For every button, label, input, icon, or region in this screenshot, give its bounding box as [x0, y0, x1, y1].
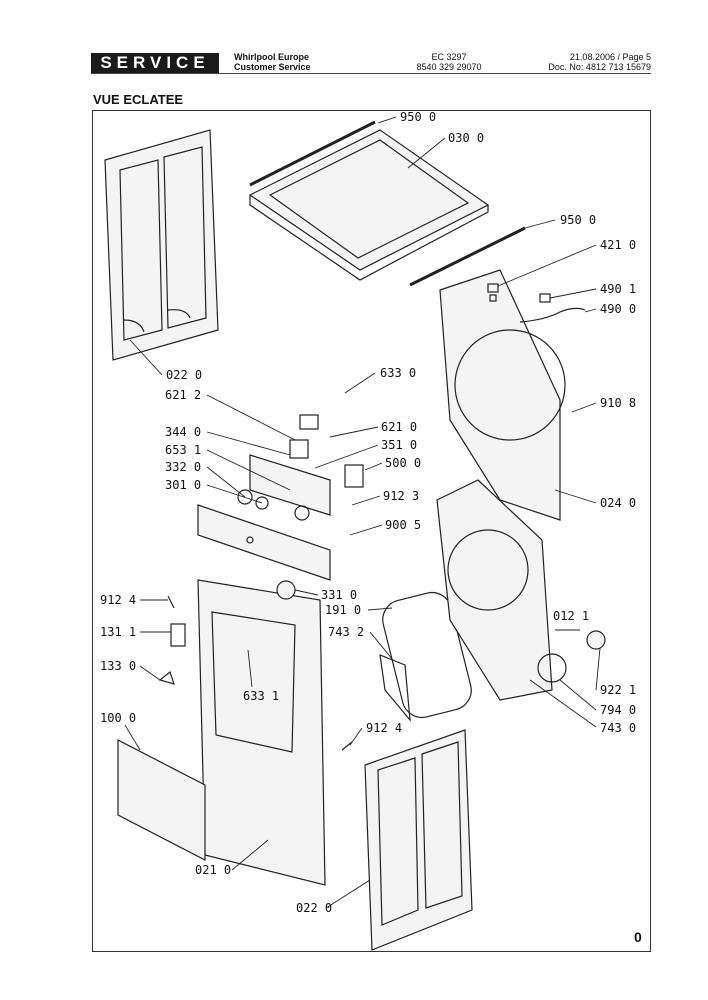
- pulley-922: [586, 630, 606, 650]
- part-code: 912 4: [100, 593, 136, 607]
- part-code: 100 0: [100, 711, 136, 725]
- door-seal: [382, 591, 472, 719]
- hinge-133: [158, 670, 175, 685]
- connector-490-1: [539, 293, 551, 303]
- part-labels: 950 0 030 0 950 0 421 0 490 1 490 0 022 …: [100, 110, 636, 915]
- part-code: 950 0: [560, 213, 596, 227]
- product-number: 8540 329 29070: [416, 62, 482, 72]
- part-code: 912 3: [383, 489, 419, 503]
- part-code: 021 0: [195, 863, 231, 877]
- company-name: Whirlpool Europe Customer Service: [234, 52, 311, 72]
- part-code: 910 8: [600, 396, 636, 410]
- leader-lines: [124, 116, 601, 909]
- part-code: 351 0: [381, 438, 417, 452]
- company-line-1: Whirlpool Europe: [234, 52, 309, 62]
- ec-reference: EC 3297 8540 329 29070: [404, 52, 494, 72]
- screw-912-4-b: [341, 741, 353, 751]
- part-code: 490 1: [600, 282, 636, 296]
- service-badge: SERVICE: [91, 53, 219, 73]
- screw-912-4: [167, 595, 175, 609]
- part-code: 794 0: [600, 703, 636, 717]
- part-code: 191 0: [325, 603, 361, 617]
- part-code: 900 5: [385, 518, 421, 532]
- seal-strip-rear: [409, 226, 526, 287]
- part-code: 022 0: [166, 368, 202, 382]
- ec-number: EC 3297: [431, 52, 467, 62]
- side-panel-left: [104, 129, 219, 361]
- rear-panel: [439, 269, 566, 521]
- side-panel-lower: [364, 729, 473, 951]
- part-code: 133 0: [100, 659, 136, 673]
- part-code: 332 0: [165, 460, 201, 474]
- view-title: VUE ECLATEE: [93, 92, 184, 107]
- part-code: 022 0: [296, 901, 332, 915]
- part-code: 421 0: [600, 238, 636, 252]
- part-code: 030 0: [448, 131, 484, 145]
- control-fascia: [197, 504, 331, 581]
- knob: [276, 580, 296, 600]
- part-code: 344 0: [165, 425, 201, 439]
- document-meta: 21.08.2006 / Page 5 Doc. No: 4812 713 15…: [548, 52, 651, 72]
- company-line-2: Customer Service: [234, 62, 311, 72]
- part-code: 500 0: [385, 456, 421, 470]
- date-page: 21.08.2006 / Page 5: [569, 52, 651, 62]
- power-cable: [519, 307, 586, 323]
- drawing-frame: [92, 110, 651, 952]
- front-panel: [197, 579, 326, 886]
- seal-strip-top: [249, 120, 376, 187]
- part-code: 621 2: [165, 388, 201, 402]
- part-code: 131 1: [100, 625, 136, 639]
- part-code: 621 0: [381, 420, 417, 434]
- part-code: 653 1: [165, 443, 201, 457]
- connector-421: [487, 283, 499, 293]
- header-rule: [91, 73, 651, 74]
- part-code: 950 0: [400, 110, 436, 124]
- top-cover: [248, 129, 490, 281]
- document-number: Doc. No: 4812 713 15679: [548, 62, 651, 72]
- part-code: 743 0: [600, 721, 636, 735]
- part-code: 490 0: [600, 302, 636, 316]
- part-code: 912 4: [366, 721, 402, 735]
- part-code: 024 0: [600, 496, 636, 510]
- part-code: 633 1: [243, 689, 279, 703]
- part-code: 743 2: [328, 625, 364, 639]
- latch-131: [170, 623, 186, 647]
- page-marker: 0: [634, 929, 642, 945]
- drum-assembly: [436, 479, 553, 701]
- part-code: 301 0: [165, 478, 201, 492]
- filter: [379, 654, 411, 722]
- part-code: 012 1: [553, 609, 589, 623]
- belt-794: [537, 653, 567, 683]
- part-code: 922 1: [600, 683, 636, 697]
- part-code: 331 0: [321, 588, 357, 602]
- document-header: SERVICE Whirlpool Europe Customer Servic…: [91, 51, 651, 73]
- control-assembly: [237, 414, 364, 521]
- kick-plate: [117, 739, 206, 861]
- part-code: 633 0: [380, 366, 416, 380]
